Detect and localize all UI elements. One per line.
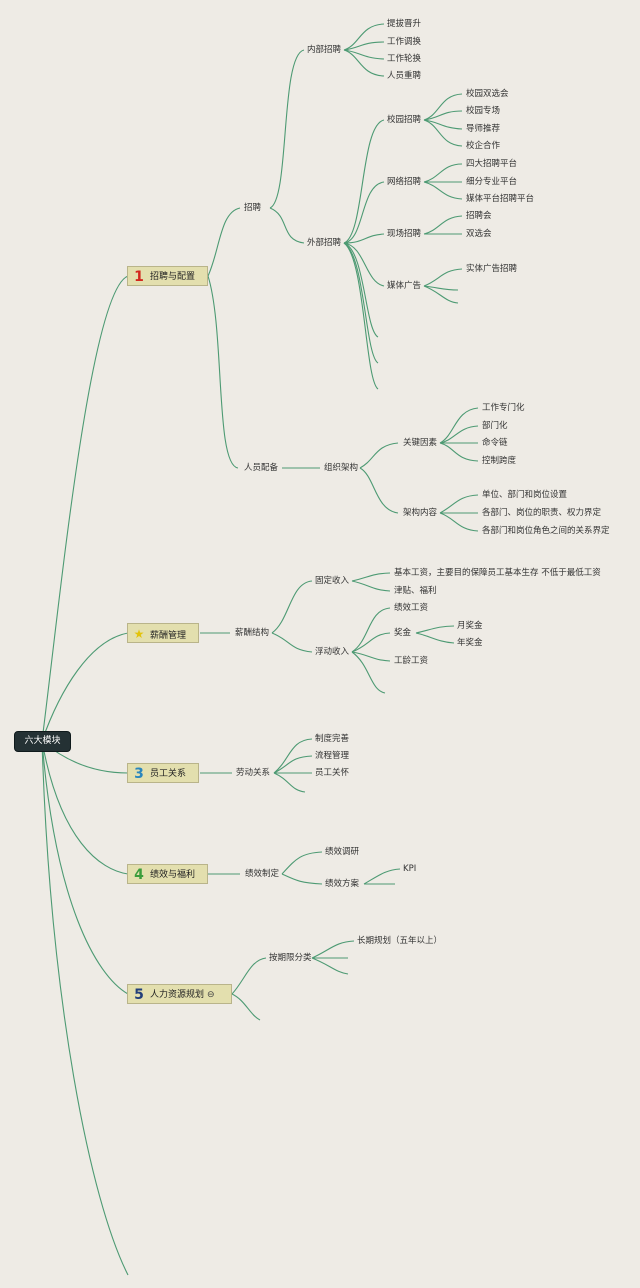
node-onsite-recruit[interactable]: 现场招聘 bbox=[387, 229, 422, 239]
module-label: 员工关系 bbox=[150, 769, 187, 779]
node-staffing[interactable]: 人员配备 bbox=[244, 463, 279, 473]
node-external-recruit[interactable]: 外部招聘 bbox=[307, 238, 342, 248]
module-label: 人力资源规划 bbox=[150, 990, 205, 1000]
node-performance-research[interactable]: 绩效调研 bbox=[325, 847, 360, 857]
node-leaf[interactable]: 基本工资，主要目的保障员工基本生存 不低于最低工资 bbox=[394, 568, 601, 578]
node-leaf[interactable]: 津贴、福利 bbox=[394, 586, 437, 596]
node-float-income[interactable]: 浮动收入 bbox=[315, 647, 350, 657]
node-leaf[interactable]: 校园双选会 bbox=[466, 89, 509, 99]
module-label: 绩效与福利 bbox=[150, 870, 196, 880]
node-org-structure[interactable]: 组织架构 bbox=[324, 463, 359, 473]
module-number: 5 bbox=[134, 987, 144, 1003]
node-online-recruit[interactable]: 网络招聘 bbox=[387, 177, 422, 187]
node-structure-content[interactable]: 架构内容 bbox=[403, 508, 438, 518]
node-leaf[interactable]: 工作调换 bbox=[387, 37, 422, 47]
node-leaf[interactable]: 流程管理 bbox=[315, 751, 350, 761]
module-hr-planning[interactable]: 5 人力资源规划⊖ bbox=[127, 984, 232, 1004]
node-key-factors[interactable]: 关键因素 bbox=[403, 438, 438, 448]
node-leaf[interactable]: 控制跨度 bbox=[482, 456, 517, 466]
node-leaf[interactable]: 提拔晋升 bbox=[387, 19, 422, 29]
module-number: 4 bbox=[134, 867, 144, 883]
star-icon: ★ bbox=[133, 627, 145, 641]
node-recruit[interactable]: 招聘 bbox=[244, 203, 262, 213]
node-labor-relations[interactable]: 劳动关系 bbox=[236, 768, 271, 778]
module-number: 3 bbox=[134, 766, 144, 782]
node-by-term[interactable]: 按期限分类 bbox=[269, 953, 312, 963]
node-leaf[interactable]: 部门化 bbox=[482, 421, 508, 431]
node-leaf[interactable]: 月奖金 bbox=[457, 621, 483, 631]
module-label: 招聘与配置 bbox=[150, 272, 196, 282]
node-leaf[interactable]: 年奖金 bbox=[457, 638, 483, 648]
node-leaf[interactable]: 各部门、岗位的职责、权力界定 bbox=[482, 508, 602, 518]
root-node[interactable]: 六大模块 bbox=[14, 731, 71, 752]
node-bonus[interactable]: 奖金 bbox=[394, 628, 412, 638]
node-media-ad[interactable]: 媒体广告 bbox=[387, 281, 422, 291]
node-campus-recruit[interactable]: 校园招聘 bbox=[387, 115, 422, 125]
module-label: 薪酬管理 bbox=[150, 631, 187, 641]
module-performance[interactable]: 4 绩效与福利 bbox=[127, 864, 208, 884]
node-performance-plan[interactable]: 绩效方案 bbox=[325, 879, 360, 889]
module-number: 1 bbox=[134, 269, 144, 285]
node-leaf[interactable]: 工作专门化 bbox=[482, 403, 525, 413]
node-leaf[interactable]: 工龄工资 bbox=[394, 656, 429, 666]
node-leaf[interactable]: 单位、部门和岗位设置 bbox=[482, 490, 568, 500]
node-leaf[interactable]: 招聘会 bbox=[466, 211, 492, 221]
node-leaf[interactable]: 各部门和岗位角色之间的关系界定 bbox=[482, 526, 610, 536]
node-leaf[interactable]: 导师推荐 bbox=[466, 124, 501, 134]
node-leaf[interactable]: 四大招聘平台 bbox=[466, 159, 518, 169]
node-internal-recruit[interactable]: 内部招聘 bbox=[307, 45, 342, 55]
node-leaf[interactable]: KPI bbox=[403, 864, 417, 874]
node-leaf[interactable]: 员工关怀 bbox=[315, 768, 350, 778]
link-icon[interactable]: ⊖ bbox=[207, 990, 215, 1000]
node-leaf[interactable]: 媒体平台招聘平台 bbox=[466, 194, 535, 204]
module-recruitment[interactable]: 1 招聘与配置 bbox=[127, 266, 208, 286]
node-leaf[interactable]: 校企合作 bbox=[466, 141, 501, 151]
node-leaf[interactable]: 校园专场 bbox=[466, 106, 501, 116]
node-leaf[interactable]: 人员重聘 bbox=[387, 71, 422, 81]
node-leaf[interactable]: 命令链 bbox=[482, 438, 508, 448]
node-performance-design[interactable]: 绩效制定 bbox=[245, 869, 280, 879]
node-leaf[interactable]: 制度完善 bbox=[315, 734, 350, 744]
node-leaf[interactable]: 细分专业平台 bbox=[466, 177, 518, 187]
node-salary-structure[interactable]: 薪酬结构 bbox=[235, 628, 270, 638]
module-salary[interactable]: ★ 薪酬管理 bbox=[127, 623, 199, 643]
node-leaf[interactable]: 工作轮换 bbox=[387, 54, 422, 64]
node-leaf[interactable]: 绩效工资 bbox=[394, 603, 429, 613]
node-leaf[interactable]: 长期规划（五年以上） bbox=[357, 936, 443, 946]
module-employee-relations[interactable]: 3 员工关系 bbox=[127, 763, 199, 783]
node-leaf[interactable]: 实体广告招聘 bbox=[466, 264, 518, 274]
node-leaf[interactable]: 双选会 bbox=[466, 229, 492, 239]
node-fixed-income[interactable]: 固定收入 bbox=[315, 576, 350, 586]
